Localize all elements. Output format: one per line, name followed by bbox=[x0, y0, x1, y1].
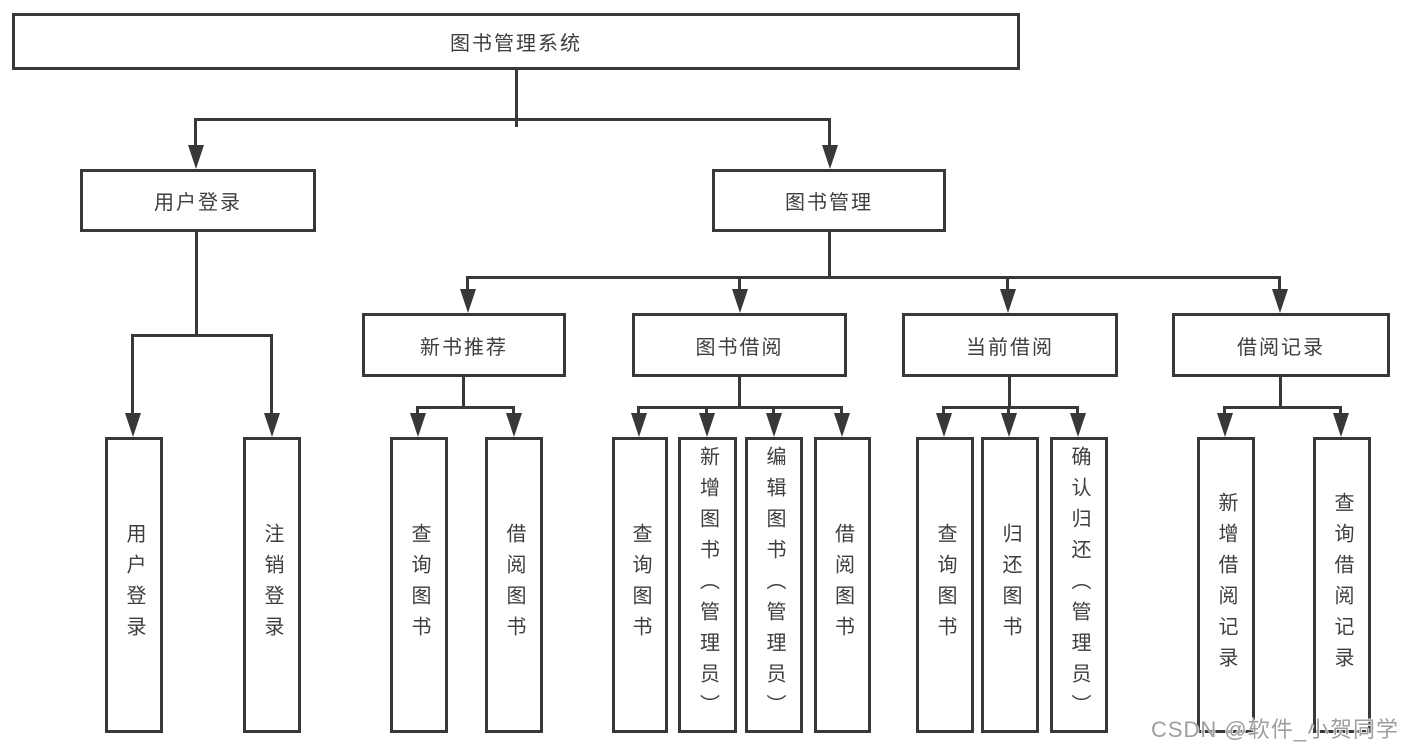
arrowhead-down-icon bbox=[1217, 413, 1233, 437]
leaf-records-add-record: 新增借阅记录 bbox=[1197, 437, 1255, 733]
connector-vline bbox=[416, 409, 419, 413]
leaf-records-query-record: 查询借阅记录 bbox=[1313, 437, 1371, 733]
node-label: 新书推荐 bbox=[420, 336, 508, 359]
connector-vline bbox=[1076, 409, 1079, 413]
node-user-login: 用户登录 bbox=[80, 169, 316, 232]
connector-hline bbox=[637, 406, 843, 409]
arrowhead-down-icon bbox=[506, 413, 522, 437]
node-label: 借阅记录 bbox=[1237, 336, 1325, 359]
leaf-label: 确认归还（管理员） bbox=[1068, 445, 1090, 725]
connector-vline bbox=[738, 279, 741, 289]
leaf-borrow-add-books-admin: 新增图书（管理员） bbox=[678, 437, 737, 733]
connector-vline bbox=[194, 121, 197, 145]
arrowhead-down-icon bbox=[188, 145, 204, 169]
arrowhead-down-icon bbox=[460, 289, 476, 313]
leaf-label: 查询图书 bbox=[629, 523, 651, 647]
connector-vline bbox=[1007, 409, 1010, 413]
arrowhead-down-icon bbox=[699, 413, 715, 437]
arrowhead-down-icon bbox=[1333, 413, 1349, 437]
leaf-label: 查询借阅记录 bbox=[1331, 492, 1353, 678]
arrowhead-down-icon bbox=[1070, 413, 1086, 437]
connector-vline bbox=[828, 232, 831, 276]
connector-vline bbox=[772, 409, 775, 413]
arrowhead-down-icon bbox=[264, 413, 280, 437]
connector-vline bbox=[512, 409, 515, 413]
node-book-management: 图书管理 bbox=[712, 169, 946, 232]
leaf-label: 用户登录 bbox=[123, 523, 145, 647]
arrowhead-down-icon bbox=[1001, 413, 1017, 437]
connector-hline bbox=[131, 334, 273, 337]
node-label: 当前借阅 bbox=[966, 336, 1054, 359]
arrowhead-down-icon bbox=[834, 413, 850, 437]
leaf-newrec-query-books: 查询图书 bbox=[390, 437, 448, 733]
node-label: 图书管理系统 bbox=[450, 33, 582, 55]
arrowhead-down-icon bbox=[822, 145, 838, 169]
leaf-label: 新增图书（管理员） bbox=[696, 445, 719, 725]
node-label: 用户登录 bbox=[154, 192, 242, 214]
arrowhead-down-icon bbox=[766, 413, 782, 437]
leaf-label: 借阅图书 bbox=[503, 523, 525, 647]
leaf-label: 查询图书 bbox=[934, 523, 956, 647]
node-new-book-recommendation: 新书推荐 bbox=[362, 313, 566, 377]
arrowhead-down-icon bbox=[1000, 289, 1016, 313]
leaf-user-login: 用户登录 bbox=[105, 437, 163, 733]
node-label: 图书管理 bbox=[785, 192, 873, 214]
connector-vline bbox=[1006, 279, 1009, 289]
arrowhead-down-icon bbox=[410, 413, 426, 437]
connector-hline bbox=[942, 406, 1079, 409]
leaf-borrow-query-books: 查询图书 bbox=[612, 437, 668, 733]
csdn-watermark: CSDN @软件_小贺同学 bbox=[1150, 717, 1399, 742]
connector-vline bbox=[270, 337, 273, 413]
connector-vline bbox=[738, 377, 741, 406]
leaf-label: 查询图书 bbox=[408, 523, 430, 647]
connector-vline bbox=[1223, 409, 1226, 413]
leaf-label: 归还图书 bbox=[999, 523, 1021, 647]
leaf-borrow-borrow-books: 借阅图书 bbox=[814, 437, 871, 733]
arrowhead-down-icon bbox=[125, 413, 141, 437]
leaf-label: 编辑图书（管理员） bbox=[763, 445, 785, 725]
leaf-current-confirm-return-admin: 确认归还（管理员） bbox=[1050, 437, 1108, 733]
leaf-label: 注销登录 bbox=[261, 523, 283, 647]
node-book-borrowing: 图书借阅 bbox=[632, 313, 847, 377]
connector-vline bbox=[462, 377, 465, 406]
node-borrowing-records: 借阅记录 bbox=[1172, 313, 1390, 377]
connector-hline bbox=[466, 276, 1281, 279]
connector-hline bbox=[194, 118, 831, 121]
connector-vline bbox=[637, 409, 640, 413]
connector-vline bbox=[1279, 377, 1282, 406]
connector-vline bbox=[515, 70, 518, 127]
connector-vline bbox=[1339, 409, 1342, 413]
leaf-newrec-borrow-books: 借阅图书 bbox=[485, 437, 543, 733]
node-library-management-system: 图书管理系统 bbox=[12, 13, 1020, 70]
connector-vline bbox=[1008, 377, 1011, 406]
connector-vline bbox=[195, 232, 198, 334]
arrowhead-down-icon bbox=[631, 413, 647, 437]
connector-vline bbox=[828, 121, 831, 145]
leaf-label: 借阅图书 bbox=[831, 523, 854, 647]
leaf-borrow-edit-books-admin: 编辑图书（管理员） bbox=[745, 437, 803, 733]
leaf-label: 新增借阅记录 bbox=[1215, 492, 1237, 678]
leaf-logout: 注销登录 bbox=[243, 437, 301, 733]
connector-vline bbox=[942, 409, 945, 413]
connector-vline bbox=[840, 409, 843, 413]
connector-hline bbox=[416, 406, 515, 409]
connector-vline bbox=[705, 409, 708, 413]
node-label: 图书借阅 bbox=[695, 336, 784, 359]
leaf-current-query-books: 查询图书 bbox=[916, 437, 974, 733]
arrowhead-down-icon bbox=[1272, 289, 1288, 313]
connector-vline bbox=[1278, 279, 1281, 289]
arrowhead-down-icon bbox=[936, 413, 952, 437]
arrowhead-down-icon bbox=[732, 289, 748, 313]
leaf-current-return-books: 归还图书 bbox=[981, 437, 1039, 733]
connector-vline bbox=[131, 337, 134, 413]
connector-hline bbox=[1223, 406, 1342, 409]
node-current-borrowing: 当前借阅 bbox=[902, 313, 1118, 377]
connector-vline bbox=[466, 279, 469, 289]
